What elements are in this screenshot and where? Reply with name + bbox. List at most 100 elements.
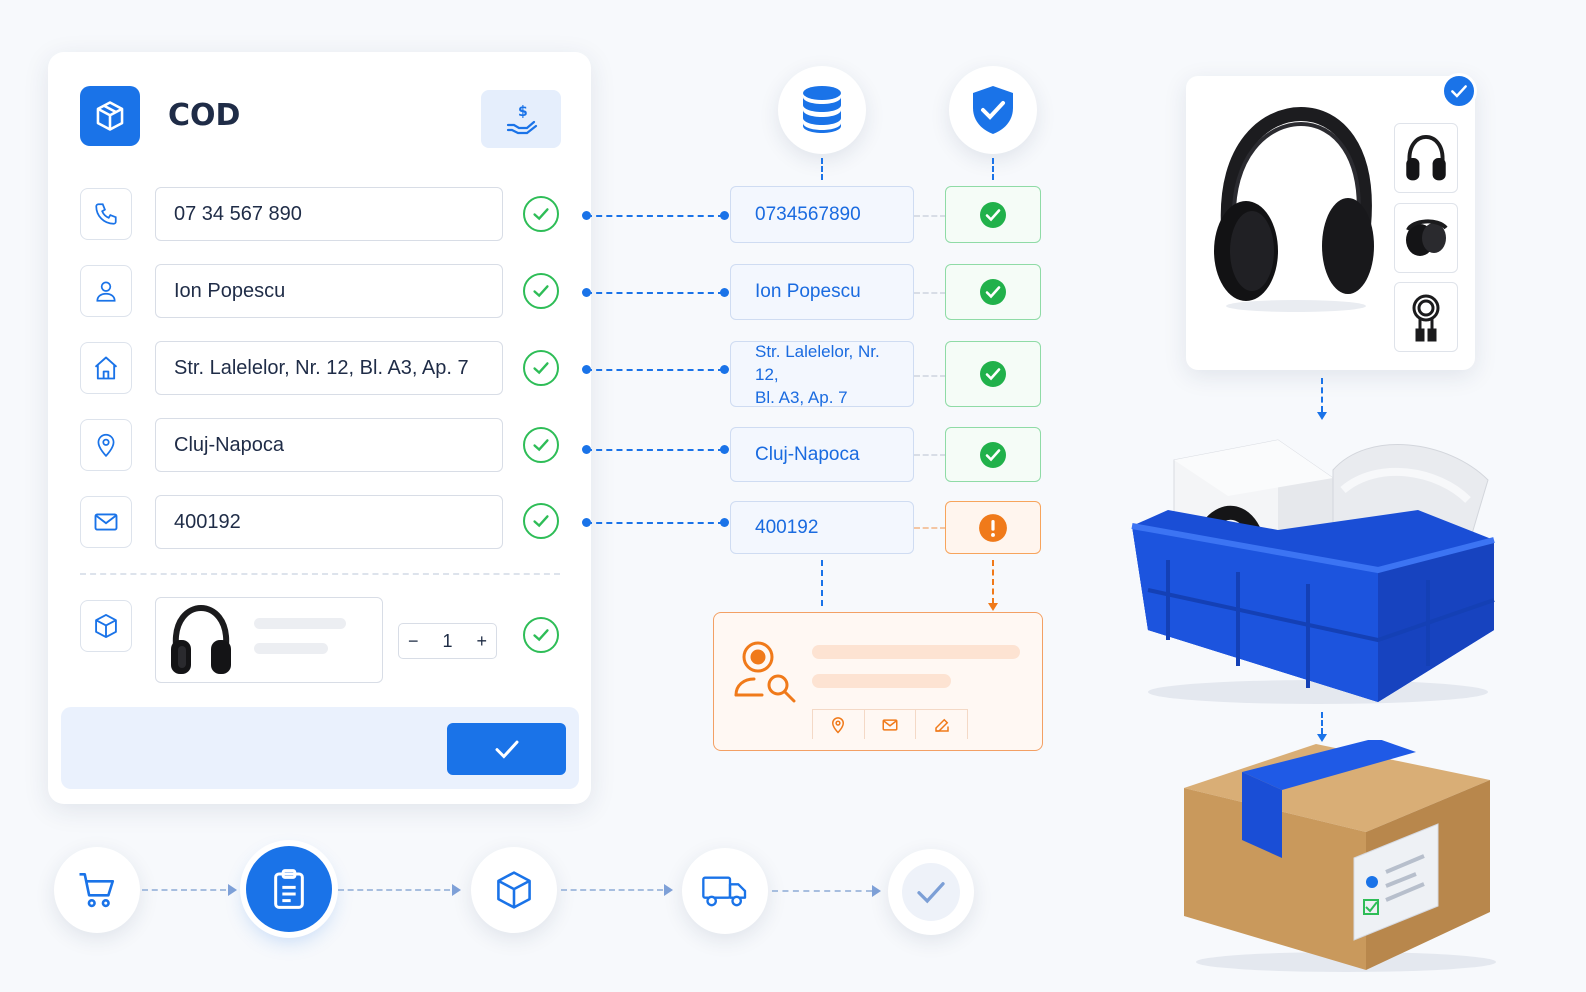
- warning-connector: [992, 560, 994, 604]
- shield-check-icon: [973, 86, 1013, 134]
- status-connector: [914, 454, 946, 456]
- shipping-box-image: [1184, 740, 1496, 972]
- thumbnail-cable[interactable]: [1394, 282, 1458, 352]
- security-node: [949, 66, 1037, 154]
- normalized-address-line2: Bl. A3, Ap. 7: [755, 387, 848, 407]
- address-issue-card[interactable]: [713, 612, 1043, 751]
- user-search-icon: [734, 641, 796, 703]
- address-connector: [586, 369, 724, 371]
- warning-arrowhead: [988, 603, 998, 611]
- city-status: [945, 427, 1041, 482]
- status-connector: [914, 292, 946, 294]
- pipeline-step-shipping[interactable]: [682, 848, 768, 934]
- check-circle-icon: [980, 279, 1006, 305]
- flow-arrow: [1317, 412, 1327, 420]
- phone-field[interactable]: 07 34 567 890: [155, 187, 503, 241]
- submit-order-button[interactable]: [447, 723, 566, 775]
- quantity-stepper[interactable]: − 1 +: [398, 623, 497, 659]
- phone-icon: [80, 188, 132, 240]
- product-name-placeholder: [254, 618, 346, 629]
- cash-on-delivery-button[interactable]: $: [481, 90, 561, 148]
- connector-dot: [720, 365, 729, 374]
- city-connector: [586, 449, 724, 451]
- product-item[interactable]: [155, 597, 383, 683]
- database-icon: [803, 86, 841, 133]
- quantity-increase-button[interactable]: +: [476, 630, 487, 651]
- phone-connector: [586, 215, 724, 217]
- mail-icon[interactable]: [865, 710, 917, 739]
- flow-connector: [1321, 712, 1323, 734]
- connector-dot: [720, 288, 729, 297]
- pipeline-step-delivered[interactable]: [888, 849, 974, 935]
- status-connector: [914, 527, 946, 529]
- postal-code-valid-check-icon: [523, 503, 559, 539]
- normalized-address: Str. Lalelelor, Nr. 12, Bl. A3, Ap. 7: [730, 341, 914, 407]
- issue-actions: [812, 709, 969, 739]
- check-icon: [1451, 85, 1467, 98]
- security-connector: [992, 158, 994, 180]
- warning-icon: [979, 513, 1007, 542]
- svg-text:$: $: [518, 104, 528, 120]
- form-divider: [80, 573, 560, 575]
- flow-arrow: [1317, 734, 1327, 742]
- cart-icon: [79, 872, 115, 908]
- name-valid-check-icon: [523, 273, 559, 309]
- check-circle-icon: [980, 361, 1006, 387]
- normalized-phone: 0734567890: [730, 186, 914, 243]
- normalized-city: Cluj-Napoca: [730, 427, 914, 482]
- pipeline-connector: [142, 889, 226, 891]
- database-connector: [821, 158, 823, 180]
- packing-crate-image: [1131, 439, 1495, 704]
- thumbnail-headphones[interactable]: [1394, 123, 1458, 193]
- connector-dot: [720, 518, 729, 527]
- headphones-icon: [171, 604, 231, 674]
- hand-money-icon: $: [506, 104, 538, 135]
- pipeline-arrow: [872, 885, 881, 897]
- verified-badge: [1441, 73, 1477, 109]
- package-icon: [80, 600, 132, 652]
- name-status: [945, 264, 1041, 320]
- quantity-value: 1: [442, 630, 453, 651]
- name-field[interactable]: Ion Popescu: [155, 264, 503, 318]
- connector-dot: [720, 211, 729, 220]
- issue-title-placeholder: [812, 645, 1020, 659]
- postal-code-status[interactable]: [945, 501, 1041, 554]
- phone-status: [945, 186, 1041, 243]
- quantity-decrease-button[interactable]: −: [408, 630, 419, 651]
- connector-dot: [582, 365, 591, 374]
- status-connector: [914, 215, 946, 217]
- normalized-postal-code: 400192: [730, 501, 914, 554]
- truck-icon: [702, 876, 747, 907]
- product-valid-check-icon: [523, 617, 559, 653]
- check-icon: [495, 740, 518, 759]
- postal-code-connector: [586, 522, 724, 524]
- pipeline-step-order[interactable]: [246, 846, 332, 932]
- product-gallery-card: [1186, 76, 1475, 370]
- address-field[interactable]: Str. Lalelelor, Nr. 12, Bl. A3, Ap. 7: [155, 341, 503, 395]
- location-pin-icon[interactable]: [812, 710, 865, 739]
- normalized-address-line1: Str. Lalelelor, Nr. 12,: [755, 341, 880, 384]
- pipeline-connector: [338, 889, 450, 891]
- connector-dot: [582, 518, 591, 527]
- edit-icon[interactable]: [916, 710, 969, 739]
- user-icon: [80, 265, 132, 317]
- pipeline-arrow: [228, 884, 237, 896]
- issue-detail-placeholder: [812, 674, 951, 688]
- check-circle-icon: [980, 201, 1006, 228]
- phone-valid-check-icon: [523, 196, 559, 232]
- database-node: [778, 66, 866, 154]
- postal-code-field[interactable]: 400192: [155, 495, 503, 549]
- package-icon: [96, 101, 124, 131]
- pipeline-step-cart[interactable]: [54, 847, 140, 933]
- pipeline-step-packing[interactable]: [471, 847, 557, 933]
- pipeline-arrow: [664, 884, 673, 896]
- headphones-image: [1214, 106, 1374, 312]
- thumbnail-earcup[interactable]: [1394, 203, 1458, 273]
- page-title: COD: [168, 98, 241, 133]
- city-field[interactable]: Cluj-Napoca: [155, 418, 503, 472]
- package-icon: [497, 871, 531, 909]
- address-status: [945, 341, 1041, 407]
- flow-connector: [1321, 378, 1323, 412]
- pipeline-connector: [561, 889, 663, 891]
- name-connector: [586, 292, 724, 294]
